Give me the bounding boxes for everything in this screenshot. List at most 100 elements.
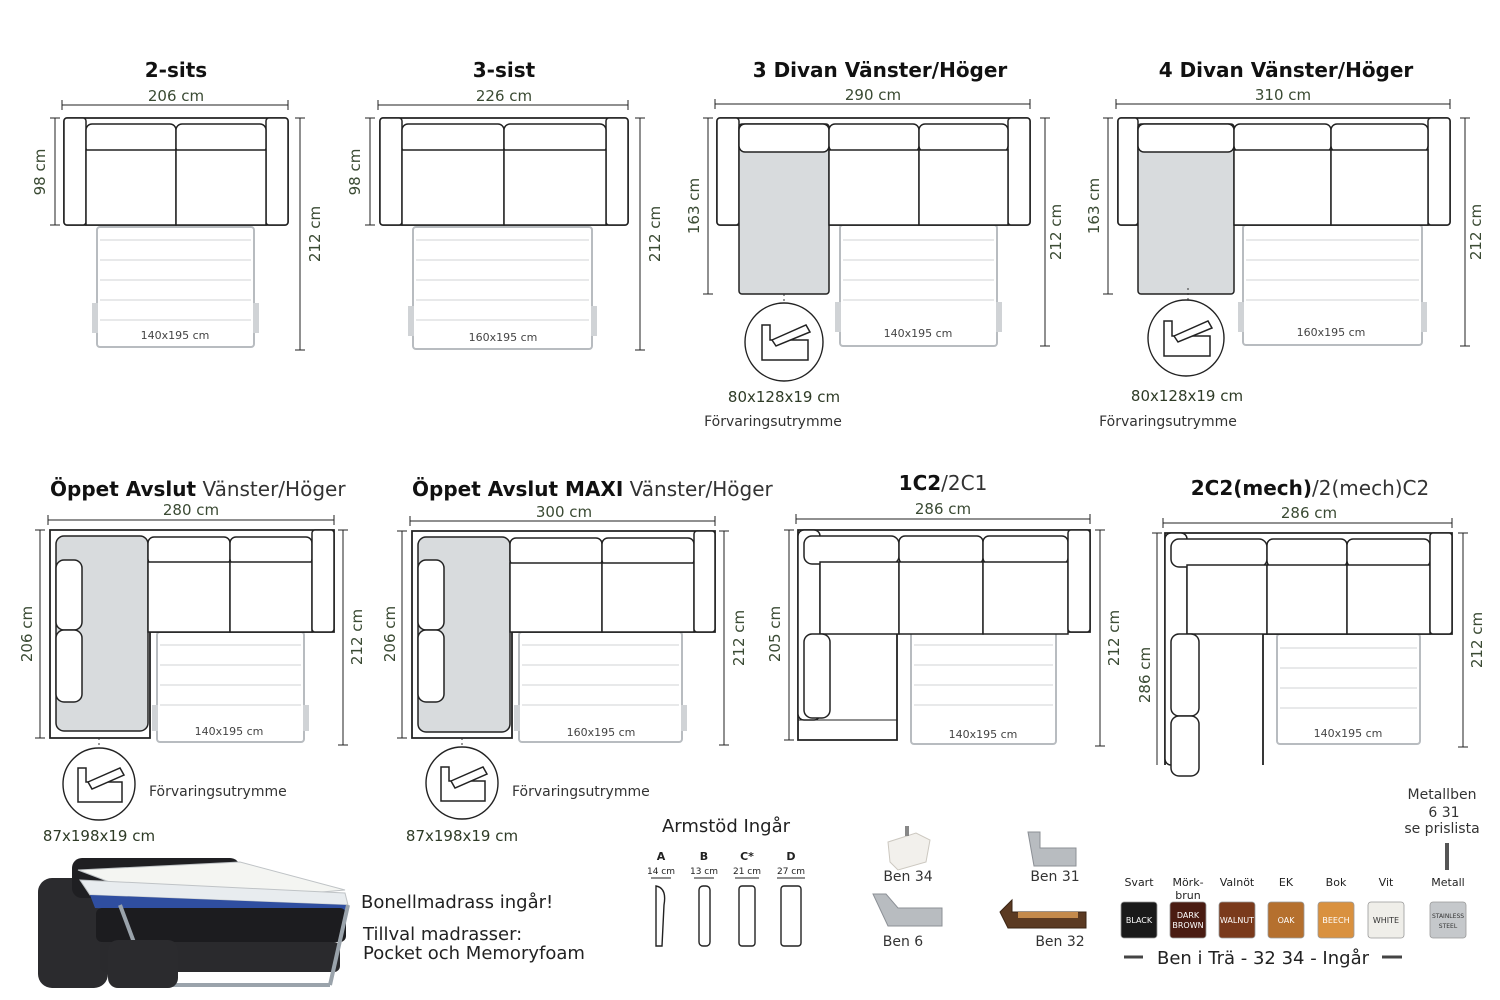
diagram-title: 2C2(mech)/2(mech)C2 bbox=[1191, 476, 1430, 500]
swatch-chip bbox=[1267, 901, 1305, 939]
depth-label: 98 cm bbox=[346, 149, 364, 196]
mattress-options-list: Pocket och Memoryfoam bbox=[363, 943, 585, 964]
open-length-label: 212 cm bbox=[1047, 204, 1065, 260]
storage-icon bbox=[1147, 299, 1225, 377]
diagram-2-sits: 2-sits 206 cm 98 cm 212 cm 140x195 cm bbox=[31, 58, 324, 351]
storage-size-label: 87x198x19 cm bbox=[43, 827, 155, 845]
bed-size-label: 160x195 cm bbox=[1297, 326, 1366, 339]
diagram-title: 4 Divan Vänster/Höger bbox=[1159, 58, 1414, 82]
diagram-title: 1C2/2C1 bbox=[899, 471, 988, 495]
mattress-included-text: Bonellmadrass ingår! bbox=[361, 892, 553, 913]
leg-ben-34: Ben 34 bbox=[883, 826, 933, 885]
open-length-label: 212 cm bbox=[730, 610, 748, 666]
armrest-a: A 14 cm bbox=[647, 850, 675, 947]
bed-size-label: 140x195 cm bbox=[1314, 727, 1383, 740]
svg-text:C*: C* bbox=[740, 850, 754, 863]
open-length-label: 212 cm bbox=[1467, 204, 1485, 260]
bed-size-label: 140x195 cm bbox=[884, 327, 953, 340]
swatch-code: DARK bbox=[1177, 911, 1200, 920]
storage-icon bbox=[425, 746, 499, 820]
diagram-title: Öppet Avslut MAXI Vänster/Höger bbox=[412, 477, 774, 501]
swatch-name: Mörk- bbox=[1172, 876, 1203, 889]
swatch-code: BROWN bbox=[1172, 921, 1203, 930]
color-swatch-oak: EK OAK bbox=[1267, 876, 1305, 939]
swatch-chip bbox=[1317, 901, 1355, 939]
depth-label: 206 cm bbox=[381, 606, 399, 662]
width-label: 310 cm bbox=[1255, 86, 1311, 104]
svg-text:D: D bbox=[786, 850, 795, 863]
depth-label: 163 cm bbox=[1085, 178, 1103, 234]
storage-label: Förvaringsutrymme bbox=[704, 414, 842, 430]
leg-ben-6: Ben 6 bbox=[872, 893, 943, 950]
swatch-code: WALNUT bbox=[1220, 916, 1254, 925]
svg-text:Ben 31: Ben 31 bbox=[1030, 869, 1079, 885]
diagram-3-divan: 3 Divan Vänster/Höger 290 cm 163 cm 212 … bbox=[685, 58, 1065, 430]
bed-size-label: 140x195 cm bbox=[195, 725, 264, 738]
svg-text:B: B bbox=[700, 850, 708, 863]
depth-label: 205 cm bbox=[766, 606, 784, 662]
storage-size-label: 87x198x19 cm bbox=[406, 827, 518, 845]
svg-text:21 cm: 21 cm bbox=[733, 867, 761, 877]
svg-text:6 31: 6 31 bbox=[1428, 805, 1459, 821]
diagram-title: 3-sist bbox=[473, 58, 536, 82]
diagram-1c2: 1C2/2C1 286 cm 205 cm 212 cm 140x195 cm bbox=[766, 471, 1123, 747]
leg-ben-32: Ben 32 bbox=[999, 898, 1087, 950]
diagram-title: 3 Divan Vänster/Höger bbox=[753, 58, 1008, 82]
swatch-name-line2: brun bbox=[1175, 889, 1200, 902]
swatch-name: Valnöt bbox=[1220, 876, 1255, 889]
bed-size-label: 140x195 cm bbox=[141, 329, 210, 342]
storage-icon bbox=[744, 302, 824, 382]
swatch-chip bbox=[1218, 901, 1256, 939]
svg-text:Ben 6: Ben 6 bbox=[883, 934, 924, 950]
swatch-code: WHITE bbox=[1373, 916, 1399, 925]
svg-text:27 cm: 27 cm bbox=[777, 867, 805, 877]
diagram-2c2-mech: 2C2(mech)/2(mech)C2 286 cm 286 cm 212 cm… bbox=[1136, 476, 1486, 777]
swatch-name: Vit bbox=[1379, 876, 1394, 889]
width-label: 226 cm bbox=[476, 87, 532, 105]
width-label: 286 cm bbox=[915, 500, 971, 518]
storage-label: Förvaringsutrymme bbox=[1099, 414, 1237, 430]
swatch-code: STAINLESS bbox=[1432, 913, 1464, 920]
swatch-name: Svart bbox=[1124, 876, 1154, 889]
svg-text:Ben 32: Ben 32 bbox=[1035, 934, 1084, 950]
swatch-code: OAK bbox=[1278, 916, 1296, 925]
svg-text:se prislista: se prislista bbox=[1404, 821, 1479, 837]
diagram-4-divan: 4 Divan Vänster/Höger 310 cm 163 cm 212 … bbox=[1085, 58, 1485, 430]
storage-size-label: 80x128x19 cm bbox=[728, 388, 840, 406]
depth-label: 206 cm bbox=[18, 606, 36, 662]
swatch-name: Metall bbox=[1431, 876, 1464, 889]
width-label: 286 cm bbox=[1281, 504, 1337, 522]
swatch-chip bbox=[1169, 901, 1207, 939]
swatch-name: EK bbox=[1279, 876, 1294, 889]
armrest-d: D 27 cm bbox=[777, 850, 805, 947]
depth-label: 163 cm bbox=[685, 178, 703, 234]
mattress-options-title: Tillval madrasser: bbox=[362, 924, 522, 945]
swatch-chip bbox=[1429, 901, 1467, 939]
width-label: 290 cm bbox=[845, 86, 901, 104]
width-label: 206 cm bbox=[148, 87, 204, 105]
swatch-code: BLACK bbox=[1126, 916, 1153, 925]
storage-icon bbox=[62, 747, 136, 821]
svg-text:A: A bbox=[657, 850, 666, 863]
svg-text:13 cm: 13 cm bbox=[690, 867, 718, 877]
diagram-title: 2-sits bbox=[145, 58, 207, 82]
diagram-title: Öppet Avslut Vänster/Höger bbox=[50, 477, 346, 501]
width-label: 300 cm bbox=[536, 503, 592, 521]
bed-size-label: 140x195 cm bbox=[949, 728, 1018, 741]
svg-text:Ben 34: Ben 34 bbox=[883, 869, 932, 885]
armrest-b: B 13 cm bbox=[690, 850, 718, 947]
wood-legs-footer: Ben i Trä - 32 34 - Ingår bbox=[1124, 948, 1402, 969]
diagram-oppet-avslut-maxi: Öppet Avslut MAXI Vänster/Höger 300 cm 2… bbox=[381, 477, 774, 845]
swatch-chip bbox=[1367, 901, 1405, 939]
storage-label: Förvaringsutrymme bbox=[512, 784, 650, 800]
swatch-code: STEEL bbox=[1439, 923, 1458, 930]
swatch-chip bbox=[1120, 901, 1158, 939]
open-length-label: 212 cm bbox=[306, 206, 324, 262]
width-label: 280 cm bbox=[163, 501, 219, 519]
